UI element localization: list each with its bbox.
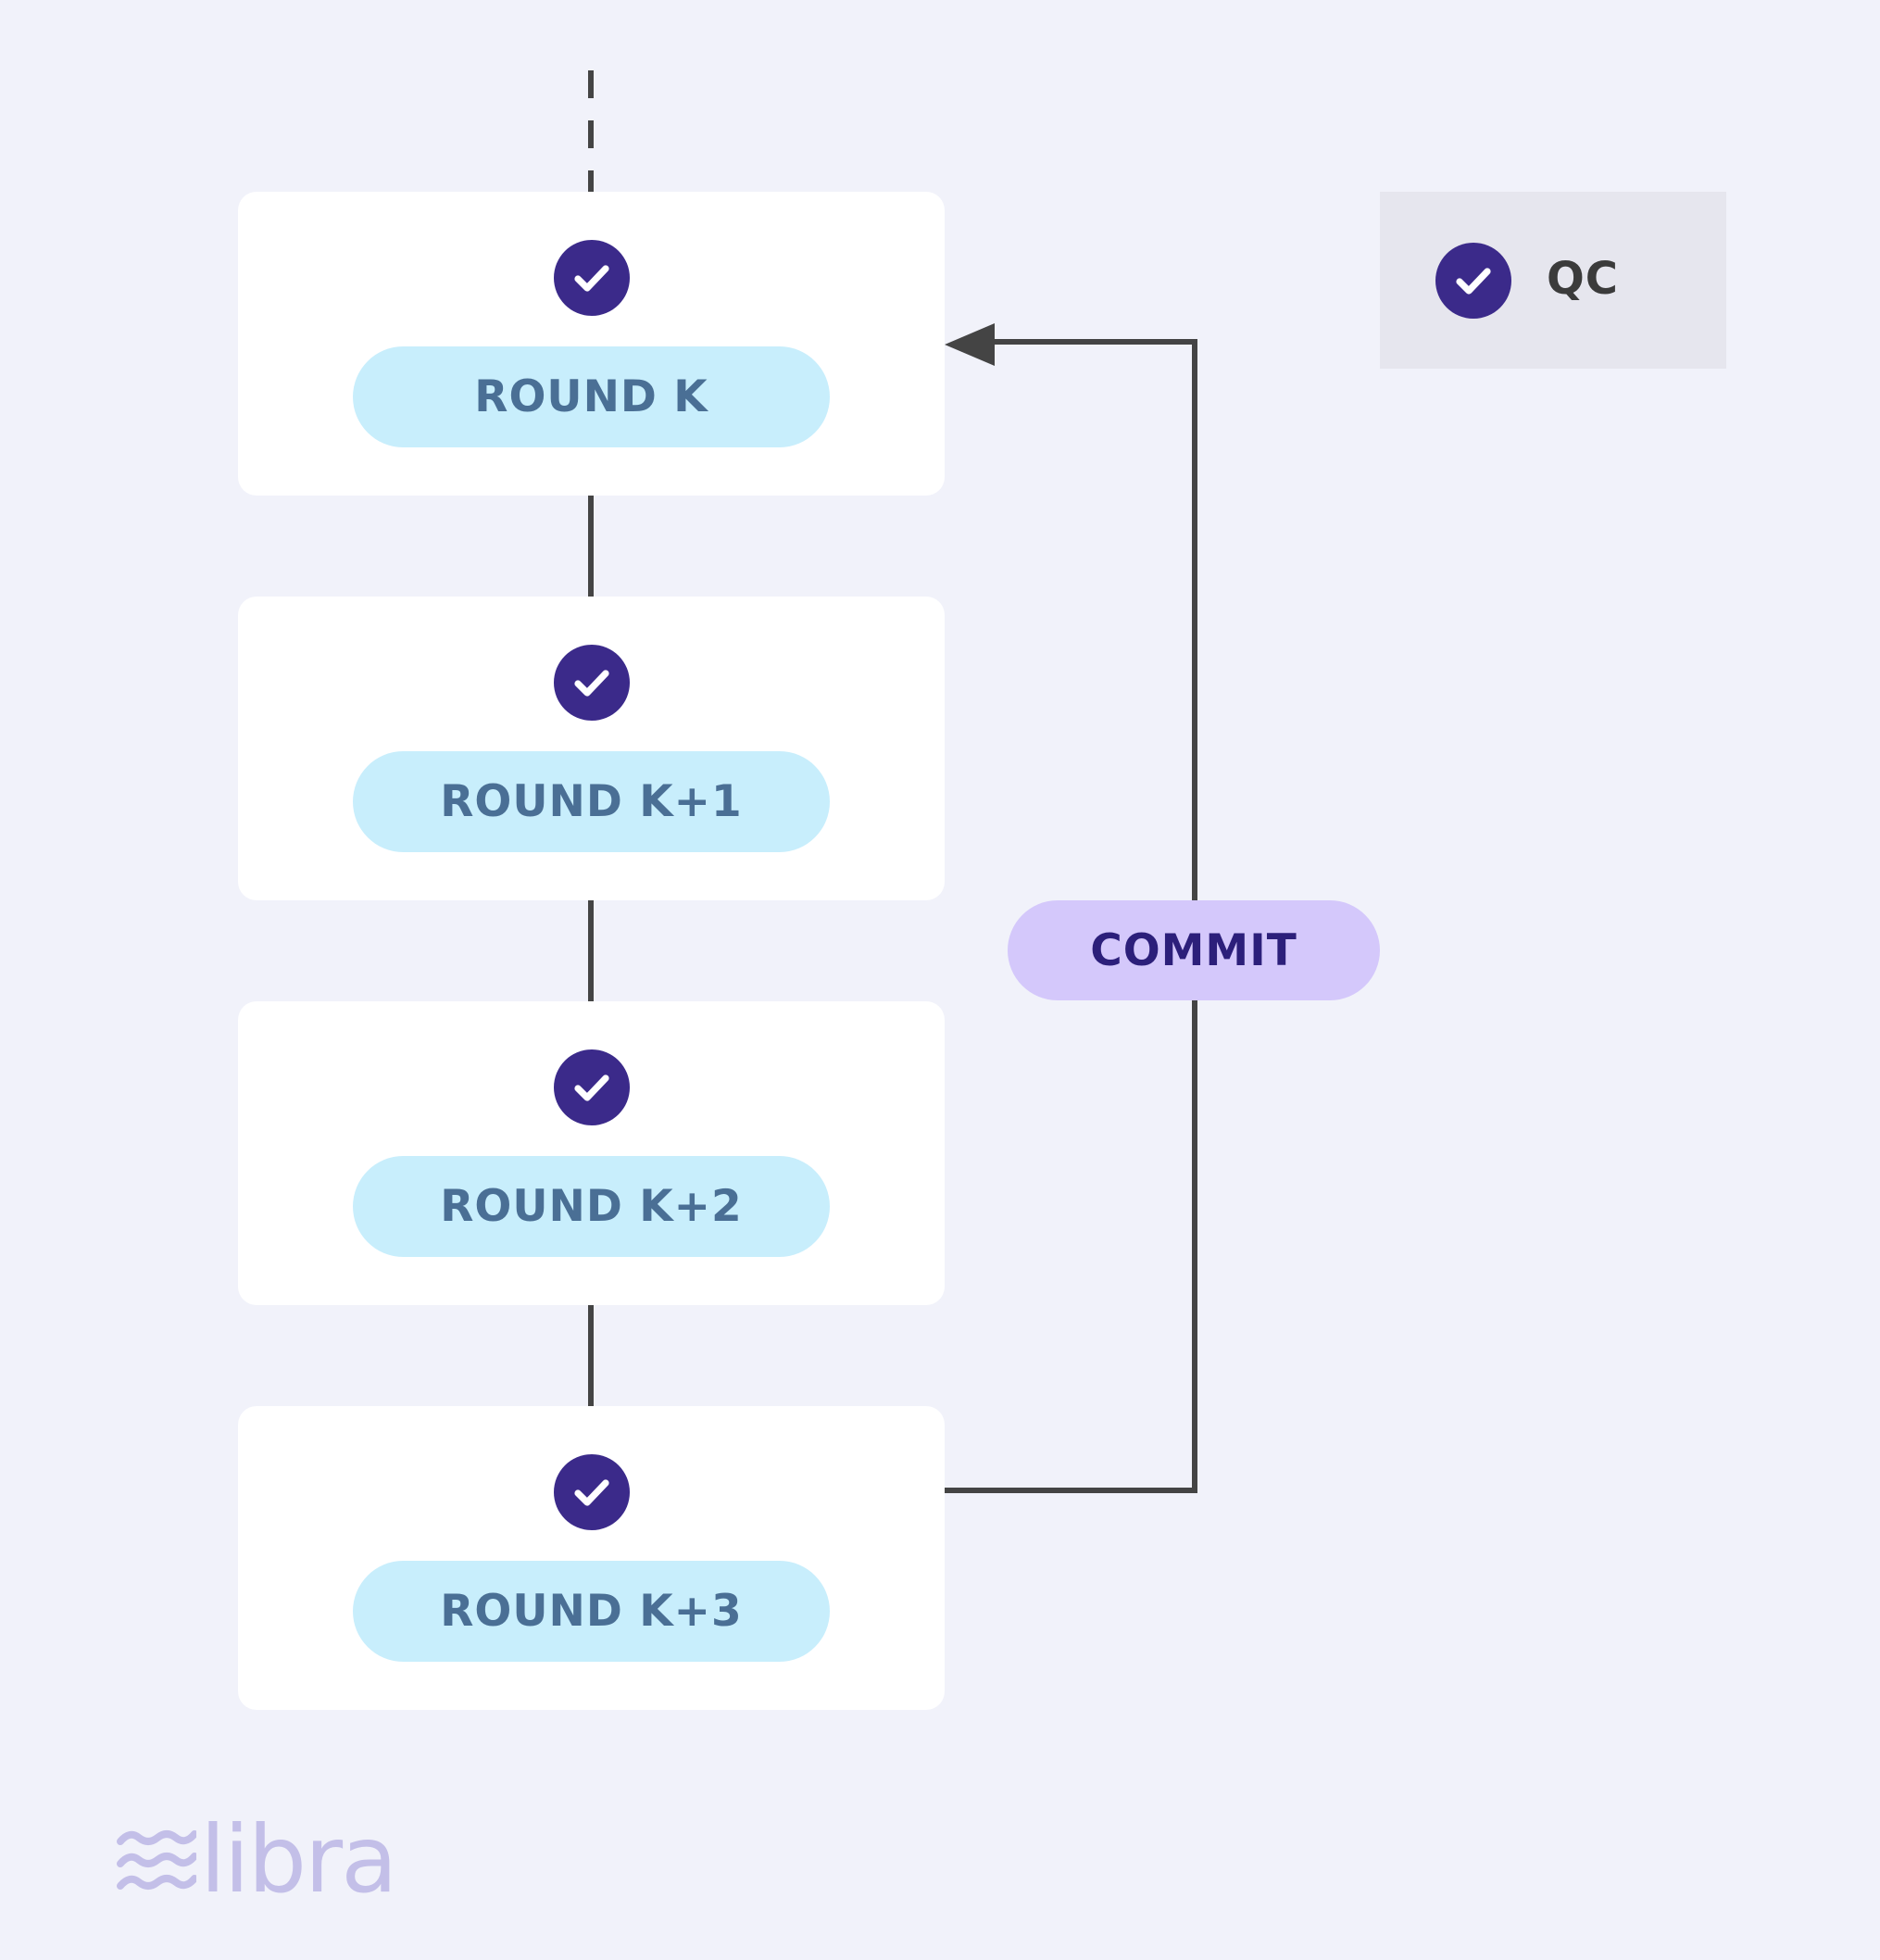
block-round-k3: ROUND K+3 <box>238 1406 945 1710</box>
round-label: ROUND K+2 <box>353 1156 830 1257</box>
round-label: ROUND K <box>353 346 830 447</box>
block-round-k1: ROUND K+1 <box>238 597 945 900</box>
libra-logo: libra <box>117 1805 397 1914</box>
legend: QC <box>1380 192 1726 369</box>
commit-arrow-head <box>945 323 995 366</box>
waves-icon <box>117 1830 196 1890</box>
check-circle-icon <box>554 645 630 721</box>
check-circle-icon <box>554 240 630 316</box>
block-round-k: ROUND K <box>238 192 945 496</box>
check-circle-icon <box>554 1454 630 1530</box>
logo-text: libra <box>200 1805 397 1914</box>
check-circle-icon <box>554 1049 630 1125</box>
legend-label: QC <box>1547 253 1620 305</box>
commit-label: COMMIT <box>1008 900 1380 1000</box>
round-label: ROUND K+3 <box>353 1561 830 1662</box>
round-label: ROUND K+1 <box>353 751 830 852</box>
check-circle-icon <box>1435 243 1511 319</box>
block-round-k2: ROUND K+2 <box>238 1001 945 1305</box>
